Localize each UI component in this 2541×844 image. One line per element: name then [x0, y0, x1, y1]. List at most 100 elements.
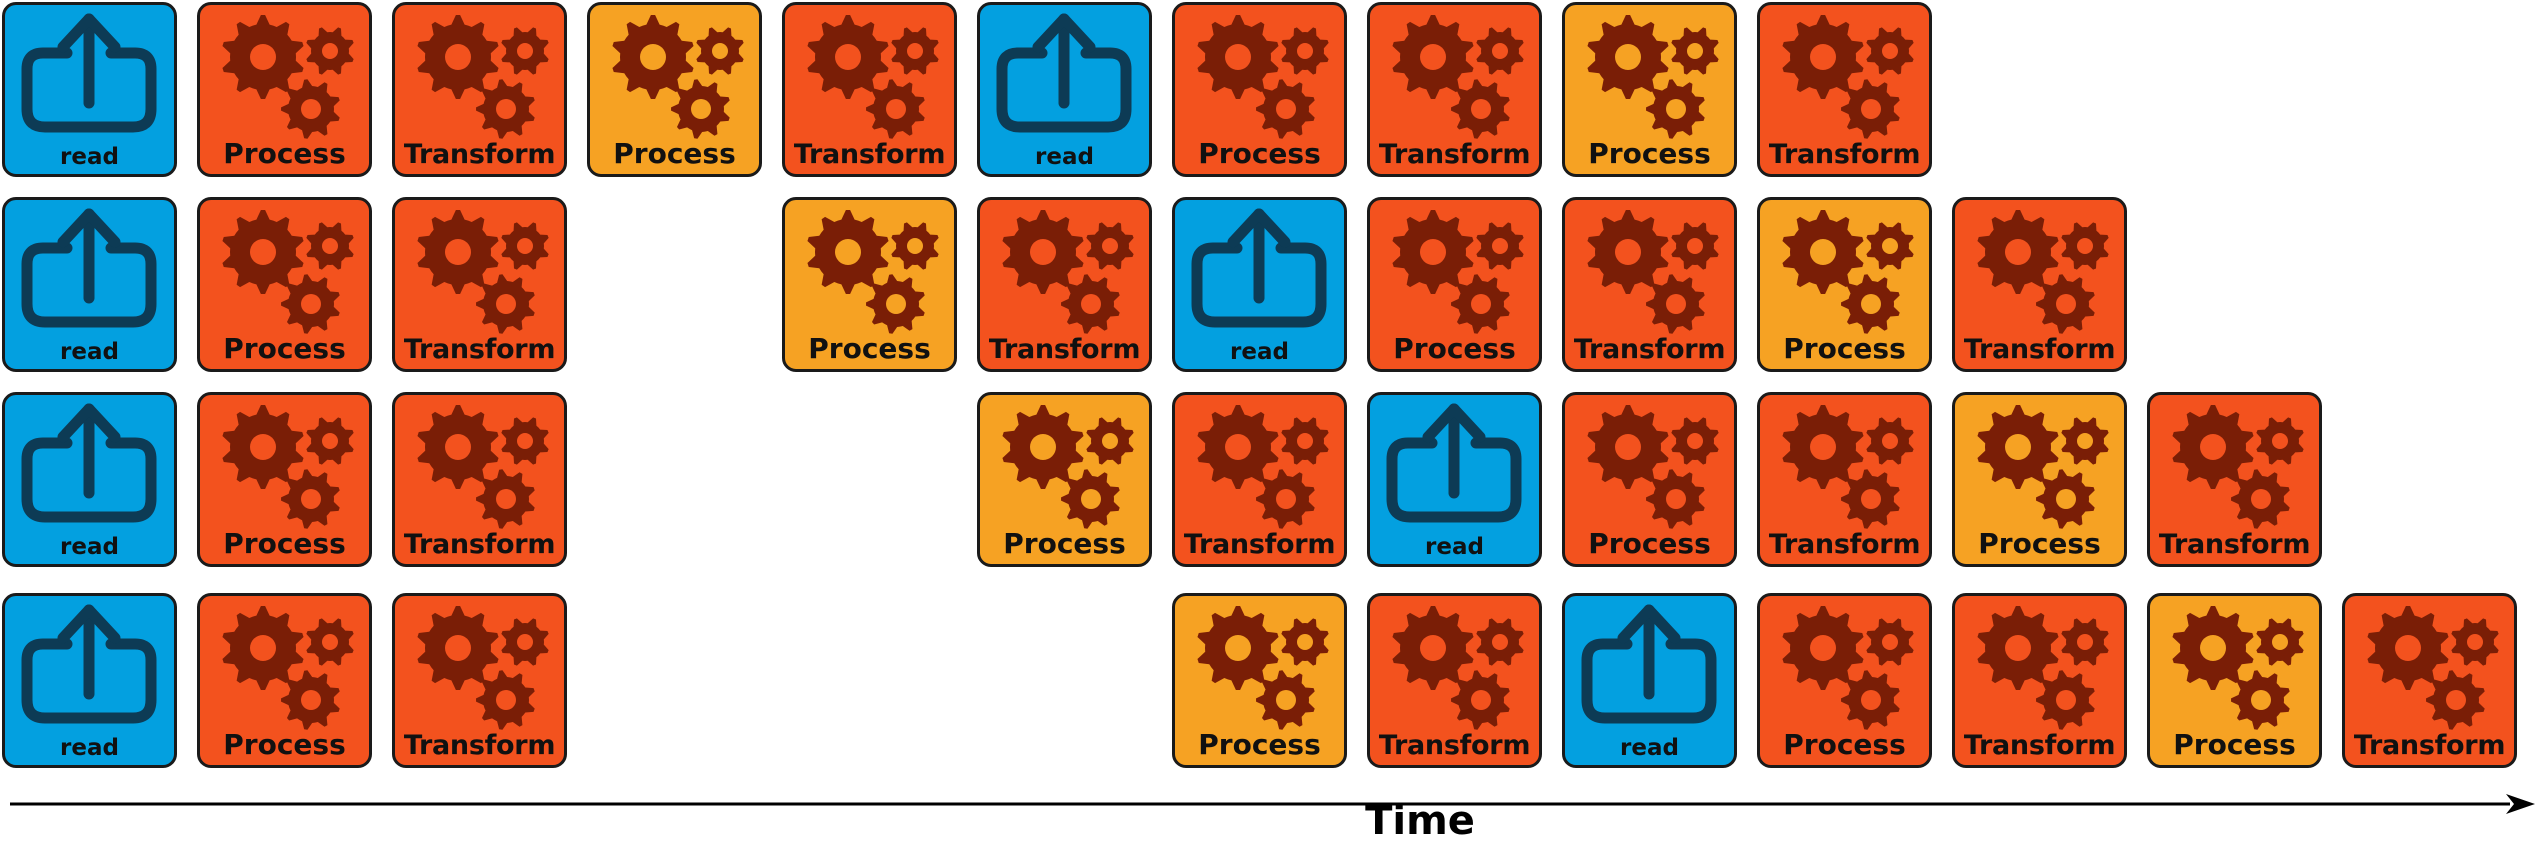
time-axis-label: Time	[1365, 798, 1475, 844]
stage-label: Process	[223, 527, 346, 560]
stage-tile-transform: Transform	[1757, 2, 1932, 177]
stage-tile-transform: Transform	[782, 2, 957, 177]
stage-label: Process	[1783, 728, 1906, 761]
stage-tile-process-dark: Process	[197, 197, 372, 372]
stage-tile-read: read	[2, 197, 177, 372]
stage-label: Process	[1588, 527, 1711, 560]
stage-tile-process-dark: Process	[197, 392, 372, 567]
gears-icon	[1392, 15, 1524, 139]
stage-tile-transform: Transform	[1757, 392, 1932, 567]
stage-label: Transform	[403, 139, 556, 170]
upload-icon	[21, 208, 157, 328]
stage-label: read	[60, 339, 119, 365]
stage-tile-read: read	[2, 593, 177, 768]
gears-icon	[1587, 15, 1719, 139]
stage-tile-read: read	[977, 2, 1152, 177]
stage-tile-process-light: Process	[1757, 197, 1932, 372]
stage-tile-transform: Transform	[392, 392, 567, 567]
stage-tile-transform: Transform	[977, 197, 1152, 372]
upload-icon	[21, 403, 157, 523]
gears-icon	[1782, 210, 1914, 334]
stage-tile-transform: Transform	[1952, 593, 2127, 768]
stage-label: Transform	[1378, 139, 1531, 170]
stage-tile-transform: Transform	[392, 197, 567, 372]
gears-icon	[222, 606, 354, 730]
gears-icon	[222, 15, 354, 139]
stage-tile-read: read	[1562, 593, 1737, 768]
stage-tile-process-dark: Process	[1367, 197, 1542, 372]
upload-icon	[996, 13, 1132, 133]
stage-tile-read: read	[2, 2, 177, 177]
upload-icon	[1581, 604, 1717, 724]
gears-icon	[1977, 405, 2109, 529]
gears-icon	[1002, 405, 1134, 529]
stage-tile-process-light: Process	[782, 197, 957, 372]
upload-icon	[21, 13, 157, 133]
upload-icon	[1386, 403, 1522, 523]
stage-tile-process-light: Process	[1952, 392, 2127, 567]
stage-label: Transform	[1183, 529, 1336, 560]
gears-icon	[2367, 606, 2499, 730]
gears-icon	[1392, 606, 1524, 730]
stage-tile-process-dark: Process	[197, 2, 372, 177]
gears-icon	[222, 210, 354, 334]
stage-label: Process	[1783, 332, 1906, 365]
stage-label: Process	[223, 728, 346, 761]
gears-icon	[222, 405, 354, 529]
stage-tile-transform: Transform	[1367, 2, 1542, 177]
stage-tile-process-light: Process	[1172, 593, 1347, 768]
stage-label: read	[60, 144, 119, 170]
stage-tile-process-light: Process	[2147, 593, 2322, 768]
stage-label: Transform	[1768, 529, 1921, 560]
stage-label: Process	[223, 332, 346, 365]
stage-label: Process	[1003, 527, 1126, 560]
stage-tile-process-dark: Process	[1562, 392, 1737, 567]
stage-label: Transform	[403, 730, 556, 761]
stage-tile-read: read	[2, 392, 177, 567]
gears-icon	[612, 15, 744, 139]
stage-label: Process	[1393, 332, 1516, 365]
stage-label: Process	[1978, 527, 2101, 560]
gears-icon	[1392, 210, 1524, 334]
stage-tile-process-dark: Process	[1757, 593, 1932, 768]
stage-label: Transform	[1963, 730, 2116, 761]
gears-icon	[417, 15, 549, 139]
stage-label: Transform	[403, 334, 556, 365]
gears-icon	[1587, 210, 1719, 334]
time-axis-arrow	[10, 794, 2535, 814]
stage-label: Process	[613, 137, 736, 170]
stage-label: Transform	[403, 529, 556, 560]
gears-icon	[1197, 15, 1329, 139]
stage-label: Process	[808, 332, 931, 365]
stage-label: Process	[1588, 137, 1711, 170]
stage-label: read	[1035, 144, 1094, 170]
stage-label: Process	[1198, 137, 1321, 170]
gears-icon	[1782, 15, 1914, 139]
gears-icon	[417, 210, 549, 334]
stage-label: Transform	[1963, 334, 2116, 365]
stage-tile-transform: Transform	[2342, 593, 2517, 768]
upload-icon	[21, 604, 157, 724]
stage-tile-transform: Transform	[2147, 392, 2322, 567]
gears-icon	[1197, 405, 1329, 529]
stage-label: Transform	[793, 139, 946, 170]
stage-tile-read: read	[1367, 392, 1542, 567]
gears-icon	[807, 210, 939, 334]
stage-label: Process	[2173, 728, 2296, 761]
stage-tile-transform: Transform	[1367, 593, 1542, 768]
stage-tile-process-dark: Process	[1172, 2, 1347, 177]
stage-tile-process-light: Process	[977, 392, 1152, 567]
stage-tile-read: read	[1172, 197, 1347, 372]
stage-label: read	[60, 534, 119, 560]
gears-icon	[1977, 606, 2109, 730]
gears-icon	[1977, 210, 2109, 334]
gears-icon	[2172, 606, 2304, 730]
stage-tile-process-light: Process	[587, 2, 762, 177]
gears-icon	[807, 15, 939, 139]
stage-label: Transform	[1768, 139, 1921, 170]
stage-label: Process	[223, 137, 346, 170]
upload-icon	[1191, 208, 1327, 328]
stage-tile-transform: Transform	[392, 593, 567, 768]
gears-icon	[417, 606, 549, 730]
